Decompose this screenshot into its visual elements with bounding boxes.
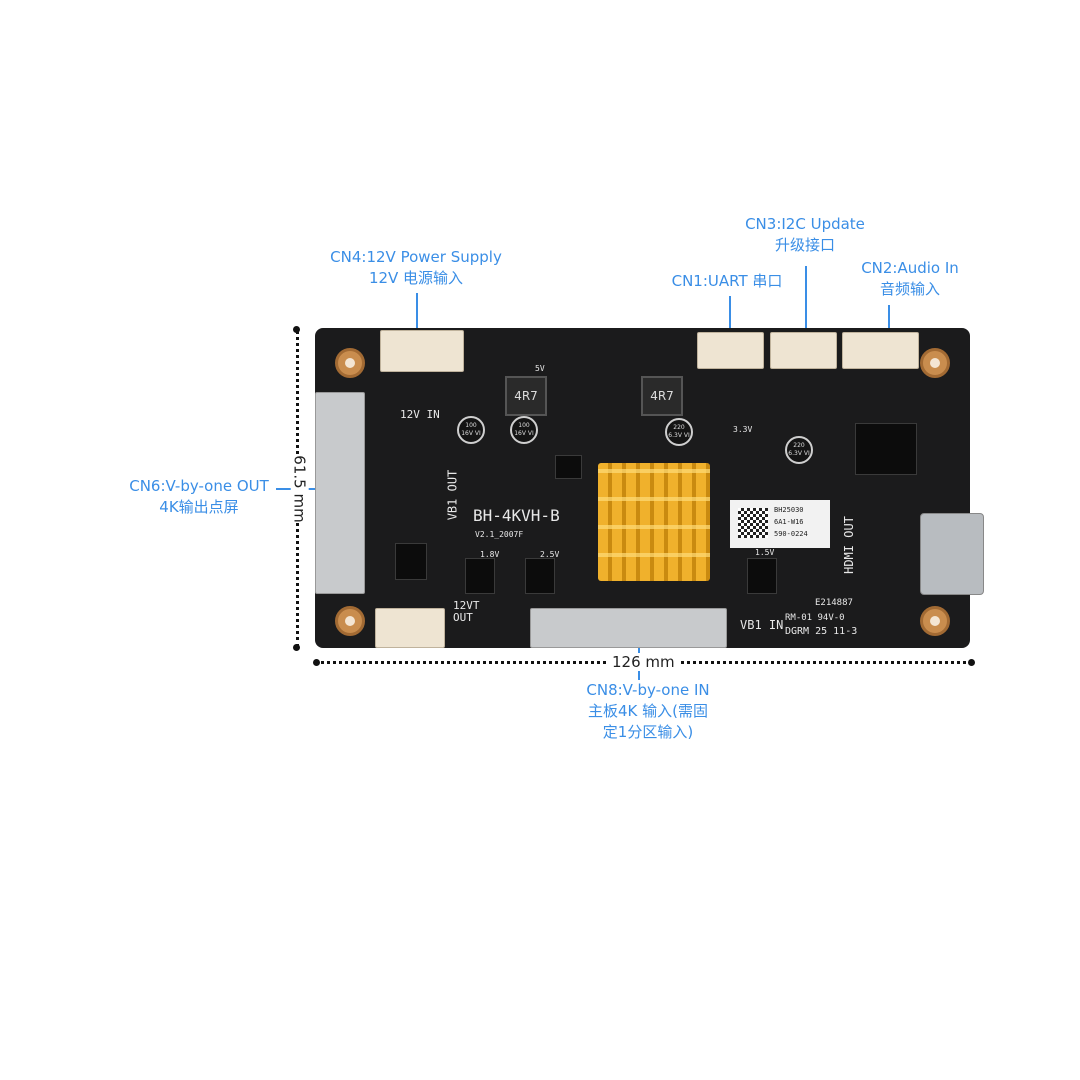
- height-dimension-label: 61.5 mm: [290, 455, 309, 523]
- board-version: V2.1_2007F: [475, 530, 524, 539]
- silk-12v-in: 12V IN: [400, 408, 440, 421]
- callout-cn1: CN1:UART 串口: [672, 271, 783, 292]
- cn4-connector: [380, 330, 464, 372]
- mounting-hole: [335, 606, 365, 636]
- silk-rail-1v5: 1.5V: [755, 548, 775, 557]
- callout-cn4: CN4:12V Power Supply 12V 电源输入: [330, 247, 502, 289]
- silk-rating: RM-01 94V-0: [785, 613, 845, 623]
- silk-rail-1v8: 1.8V: [480, 550, 500, 559]
- capacitor: 220 6.3V VI: [665, 418, 693, 446]
- callout-cn6-title: CN6:V-by-one OUT: [129, 477, 269, 495]
- callout-cn8-title: CN8:V-by-one IN: [586, 681, 710, 699]
- board-model: BH-4KVH-B: [473, 506, 560, 525]
- cn8-connector: [530, 608, 727, 648]
- callout-cn4-subtitle: 12V 电源输入: [368, 269, 464, 287]
- sticker-line: BH25030: [774, 506, 804, 514]
- callout-cn8-leader: [638, 618, 640, 680]
- silk-vb1-out: VB1 OUT: [445, 469, 460, 521]
- sticker-line: 6A1-W16: [774, 518, 804, 526]
- capacitor: 100 16V VI: [457, 416, 485, 444]
- pcb-board: 4R7 4R7 100 16V VI 100 16V VI 220 6.3V V…: [315, 328, 984, 648]
- callout-cn6-subtitle: 4K输出点屏: [159, 498, 239, 516]
- capacitor: 220 6.3V VI: [785, 436, 813, 464]
- ic-chip: [465, 558, 495, 594]
- silk-rail-3v3: 3.3V: [733, 425, 753, 434]
- mounting-hole: [920, 348, 950, 378]
- silk-rail-2v5: 2.5V: [540, 550, 560, 559]
- callout-cn3: CN3:I2C Update 升级接口: [745, 214, 865, 256]
- callout-cn2-subtitle: 音频输入: [879, 280, 940, 298]
- cn6-connector: [315, 392, 365, 594]
- cn1-connector: [697, 332, 764, 369]
- callout-cn3-leader: [805, 266, 807, 350]
- silk-cert: E214887: [815, 598, 853, 608]
- callout-cn8: CN8:V-by-one IN 主板4K 输入(需固 定1分区输入): [586, 680, 709, 743]
- silk-date: DGRM 25 11-3: [785, 626, 858, 637]
- sticker-line: 590-0224: [774, 530, 808, 538]
- width-dimension-label: 126 mm: [608, 653, 679, 671]
- inductor: 4R7: [641, 376, 683, 416]
- silk-rail-5v: 5V: [535, 364, 545, 373]
- heatsink: [598, 463, 710, 581]
- hdmi-port: [920, 513, 984, 595]
- callout-cn1-leader: [729, 296, 731, 350]
- silk-12vt-out: 12VT OUT: [453, 599, 480, 624]
- callout-cn4-leader: [416, 293, 418, 351]
- 12vt-out-connector: [375, 608, 445, 648]
- dimension-endpoint: [293, 644, 300, 651]
- callout-cn2-leader: [888, 305, 890, 350]
- qr-code-icon: [738, 508, 768, 538]
- capacitor: 100 16V VI: [510, 416, 538, 444]
- mounting-hole: [920, 606, 950, 636]
- callout-cn8-line2: 主板4K 输入(需固: [587, 702, 708, 720]
- serial-sticker: BH25030 6A1-W16 590-0224: [730, 500, 830, 548]
- callout-cn1-title: CN1:UART 串口: [671, 272, 783, 290]
- callout-cn8-line3: 定1分区输入): [602, 723, 694, 741]
- cn3-connector: [770, 332, 837, 369]
- callout-cn2-title: CN2:Audio In: [861, 259, 959, 277]
- callout-cn3-subtitle: 升级接口: [774, 236, 836, 254]
- callout-cn6: CN6:V-by-one OUT 4K输出点屏: [129, 476, 269, 518]
- dimension-endpoint: [968, 659, 975, 666]
- mounting-hole: [335, 348, 365, 378]
- callout-cn3-title: CN3:I2C Update: [745, 215, 865, 233]
- inductor: 4R7: [505, 376, 547, 416]
- ic-chip: [395, 543, 427, 580]
- dimension-endpoint: [313, 659, 320, 666]
- ic-chip: [525, 558, 555, 594]
- cn2-connector: [842, 332, 919, 369]
- silk-vb1-in: VB1 IN: [740, 618, 784, 632]
- ic-chip: [855, 423, 917, 475]
- callout-cn4-title: CN4:12V Power Supply: [330, 248, 502, 266]
- dimension-endpoint: [293, 326, 300, 333]
- silk-hdmi-out: HDMI OUT: [841, 516, 856, 574]
- ic-chip: [747, 558, 777, 594]
- ic-chip: [555, 455, 582, 479]
- callout-cn2: CN2:Audio In 音频输入: [861, 258, 959, 300]
